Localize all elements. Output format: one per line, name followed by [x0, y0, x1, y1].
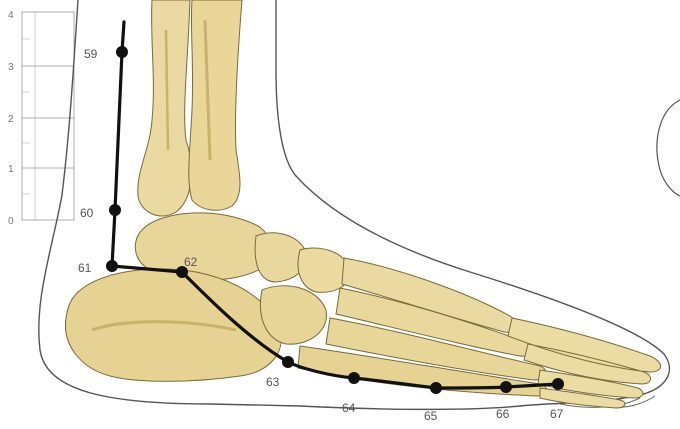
scale-tick-1: 1 — [8, 164, 14, 175]
measurement-scale: 4 3 2 1 0 — [8, 10, 74, 227]
tibia — [189, 0, 242, 210]
label-60: 60 — [80, 206, 94, 220]
calcaneus — [65, 269, 281, 381]
cuboid — [260, 286, 326, 344]
point-65 — [430, 382, 442, 394]
label-62: 62 — [184, 255, 198, 269]
fibula — [138, 0, 192, 216]
scale-tick-3: 3 — [8, 62, 14, 73]
label-64: 64 — [342, 401, 356, 415]
label-61: 61 — [78, 261, 92, 275]
point-66 — [500, 381, 512, 393]
label-63: 63 — [266, 375, 280, 389]
label-67: 67 — [550, 407, 564, 421]
point-59 — [116, 46, 128, 58]
scale-tick-4: 4 — [8, 10, 14, 21]
point-63 — [282, 356, 294, 368]
label-65: 65 — [424, 409, 438, 423]
scale-tick-0: 0 — [8, 216, 14, 227]
point-61 — [106, 260, 118, 272]
point-67 — [552, 378, 564, 390]
label-59: 59 — [84, 47, 98, 61]
adjacent-foot-outline — [657, 100, 680, 196]
leg-bones — [138, 0, 242, 216]
scale-tick-2: 2 — [8, 114, 14, 125]
point-60 — [109, 204, 121, 216]
point-64 — [348, 372, 360, 384]
label-66: 66 — [496, 407, 510, 421]
cuneiform — [298, 248, 350, 292]
